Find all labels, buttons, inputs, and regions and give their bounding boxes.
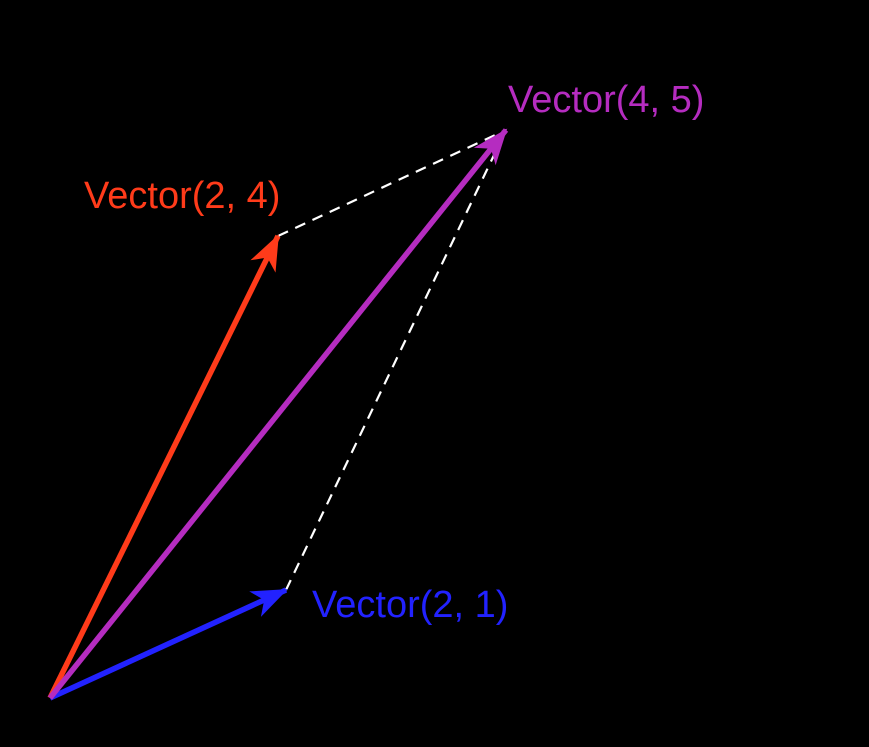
vector-arrow-sum (47, 128, 509, 700)
vector-label-b: Vector(2, 1) (312, 584, 508, 626)
vector-label-a: Vector(2, 4) (84, 175, 280, 217)
guide-line-b-to-sum (285, 129, 507, 591)
guide-line-a-to-sum (277, 129, 507, 237)
vector-arrow-b (48, 587, 288, 701)
vector-label-sum: Vector(4, 5) (508, 79, 704, 121)
vector-arrow-a (47, 234, 281, 700)
